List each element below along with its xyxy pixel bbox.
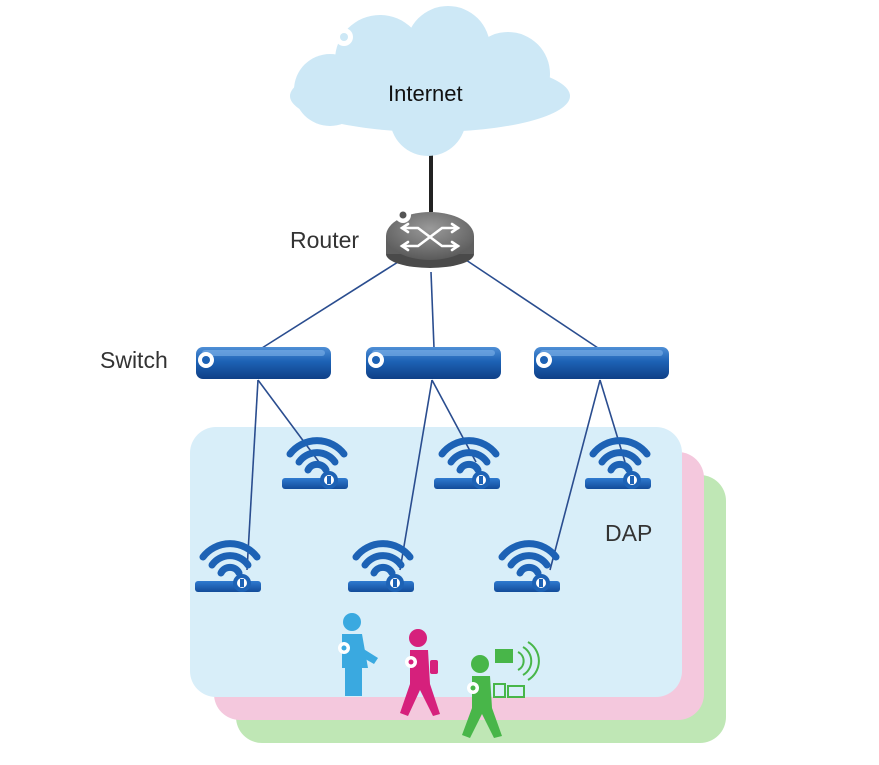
internet-label: Internet bbox=[388, 81, 463, 106]
cloud-icon bbox=[290, 6, 570, 156]
terminal-devices-icon bbox=[493, 641, 540, 698]
dap-label: DAP bbox=[605, 520, 653, 546]
links bbox=[246, 155, 626, 571]
person-icon-green bbox=[462, 655, 502, 738]
switch-icon-3 bbox=[534, 347, 669, 379]
router-label: Router bbox=[290, 227, 360, 253]
switch-icon-1 bbox=[196, 347, 331, 379]
link-router-switch-1 bbox=[261, 261, 399, 349]
person-icon-magenta bbox=[400, 629, 440, 716]
person-icon-blue bbox=[338, 613, 378, 696]
link-switch1-ap-b bbox=[246, 379, 259, 571]
link-switch3-ap-a bbox=[599, 379, 626, 463]
link-router-switch-2 bbox=[430, 271, 435, 349]
panel-blue bbox=[190, 427, 682, 697]
switch-icon-2 bbox=[366, 347, 501, 379]
link-router-switch-3 bbox=[465, 259, 599, 349]
link-switch3-ap-b bbox=[549, 379, 601, 571]
switch-label: Switch bbox=[100, 347, 168, 373]
link-switch2-ap-a bbox=[431, 379, 477, 463]
link-switch1-ap-a bbox=[257, 379, 320, 463]
router-icon bbox=[386, 207, 474, 268]
link-switch2-ap-b bbox=[399, 379, 433, 571]
